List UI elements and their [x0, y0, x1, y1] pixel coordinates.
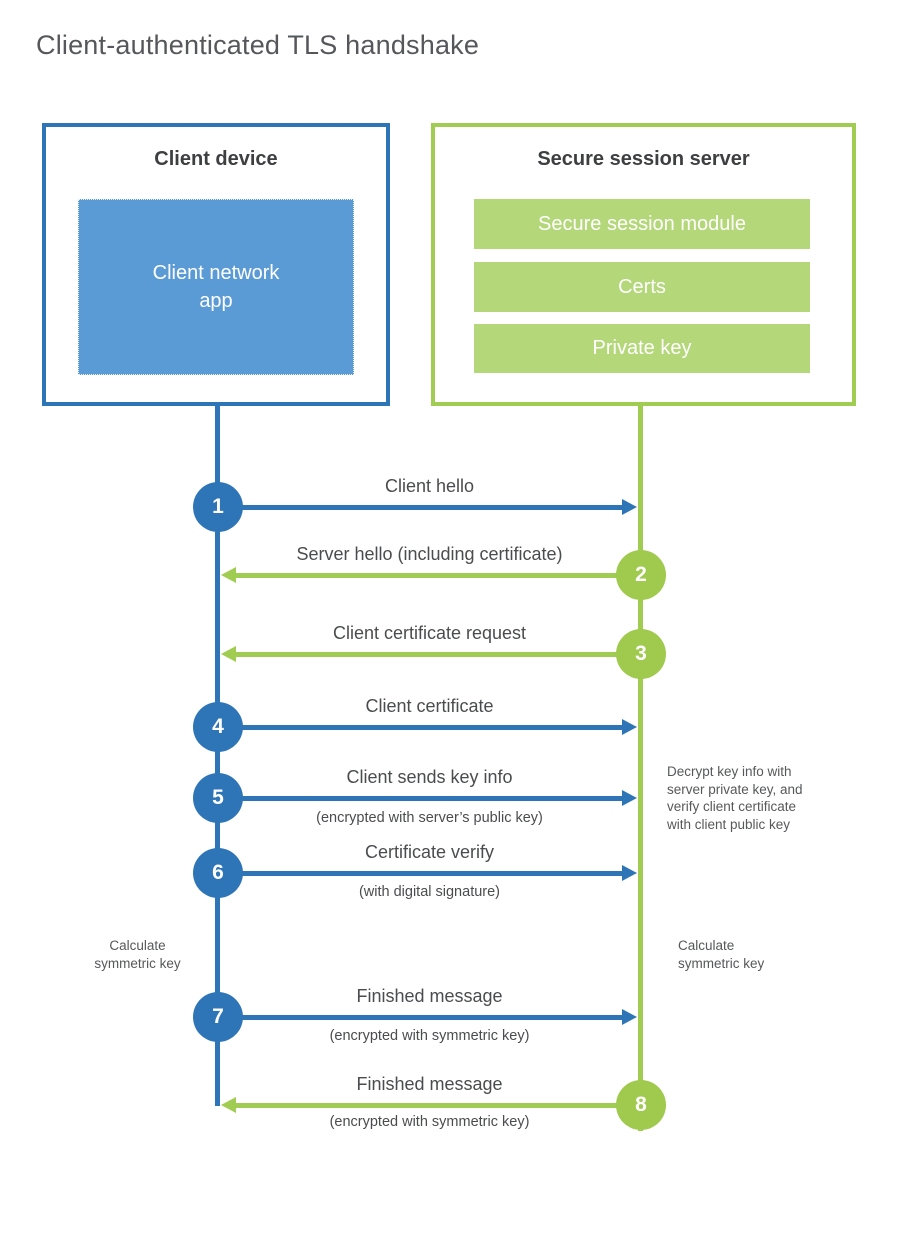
arrow-right-icon: [240, 1009, 637, 1025]
message-sublabel: (encrypted with symmetric key): [329, 1028, 530, 1044]
message-label: Certificate verify: [364, 842, 495, 862]
message-sublabel: (encrypted with server’s public key): [316, 810, 543, 826]
message-label: Server hello (including certificate): [296, 544, 563, 564]
arrow-right-icon: [240, 790, 637, 806]
arrow-right-icon: [240, 499, 637, 515]
note-decrypt-key-info: Decrypt key info with server private key…: [667, 764, 803, 832]
arrow-left-icon: [221, 567, 617, 583]
step-number-badge: 6: [193, 848, 243, 898]
arrow-left-icon: [221, 1097, 617, 1113]
server-lifeline: [638, 406, 643, 1131]
note-calculate-symmetric-key-server: Calculate symmetric key: [678, 938, 765, 971]
step-number-badge: 4: [193, 702, 243, 752]
page-title: Client-authenticated TLS handshake: [36, 30, 480, 60]
arrow-right-icon: [240, 865, 637, 881]
client-lifeline: [215, 406, 220, 1106]
step-number-badge: 5: [193, 773, 243, 823]
arrow-right-icon: [240, 719, 637, 735]
message-label: Client certificate request: [332, 623, 527, 643]
step-number-badge: 3: [616, 629, 666, 679]
message-label: Finished message: [356, 986, 503, 1006]
message-label: Client sends key info: [346, 767, 513, 787]
step-number-badge: 1: [193, 482, 243, 532]
step-number-badge: 8: [616, 1080, 666, 1130]
step-number-badge: 2: [616, 550, 666, 600]
message-sublabel: (with digital signature): [358, 884, 501, 900]
client-device-heading: Client device: [154, 148, 278, 170]
message-label: Finished message: [356, 1074, 503, 1094]
note-calculate-symmetric-key-client: Calculate symmetric key: [94, 938, 181, 971]
message-label: Client hello: [384, 476, 475, 496]
server-module-private-key: Private key: [474, 324, 810, 373]
arrow-left-icon: [221, 646, 617, 662]
server-module-secure-session: Secure session module: [474, 199, 810, 249]
step-number-badge: 7: [193, 992, 243, 1042]
message-label: Client certificate: [365, 696, 494, 716]
message-sublabel: (encrypted with symmetric key): [329, 1114, 530, 1130]
server-module-certs: Certs: [474, 262, 810, 312]
client-network-app-box: Client network app: [78, 199, 354, 375]
server-heading: Secure session server: [537, 148, 750, 170]
